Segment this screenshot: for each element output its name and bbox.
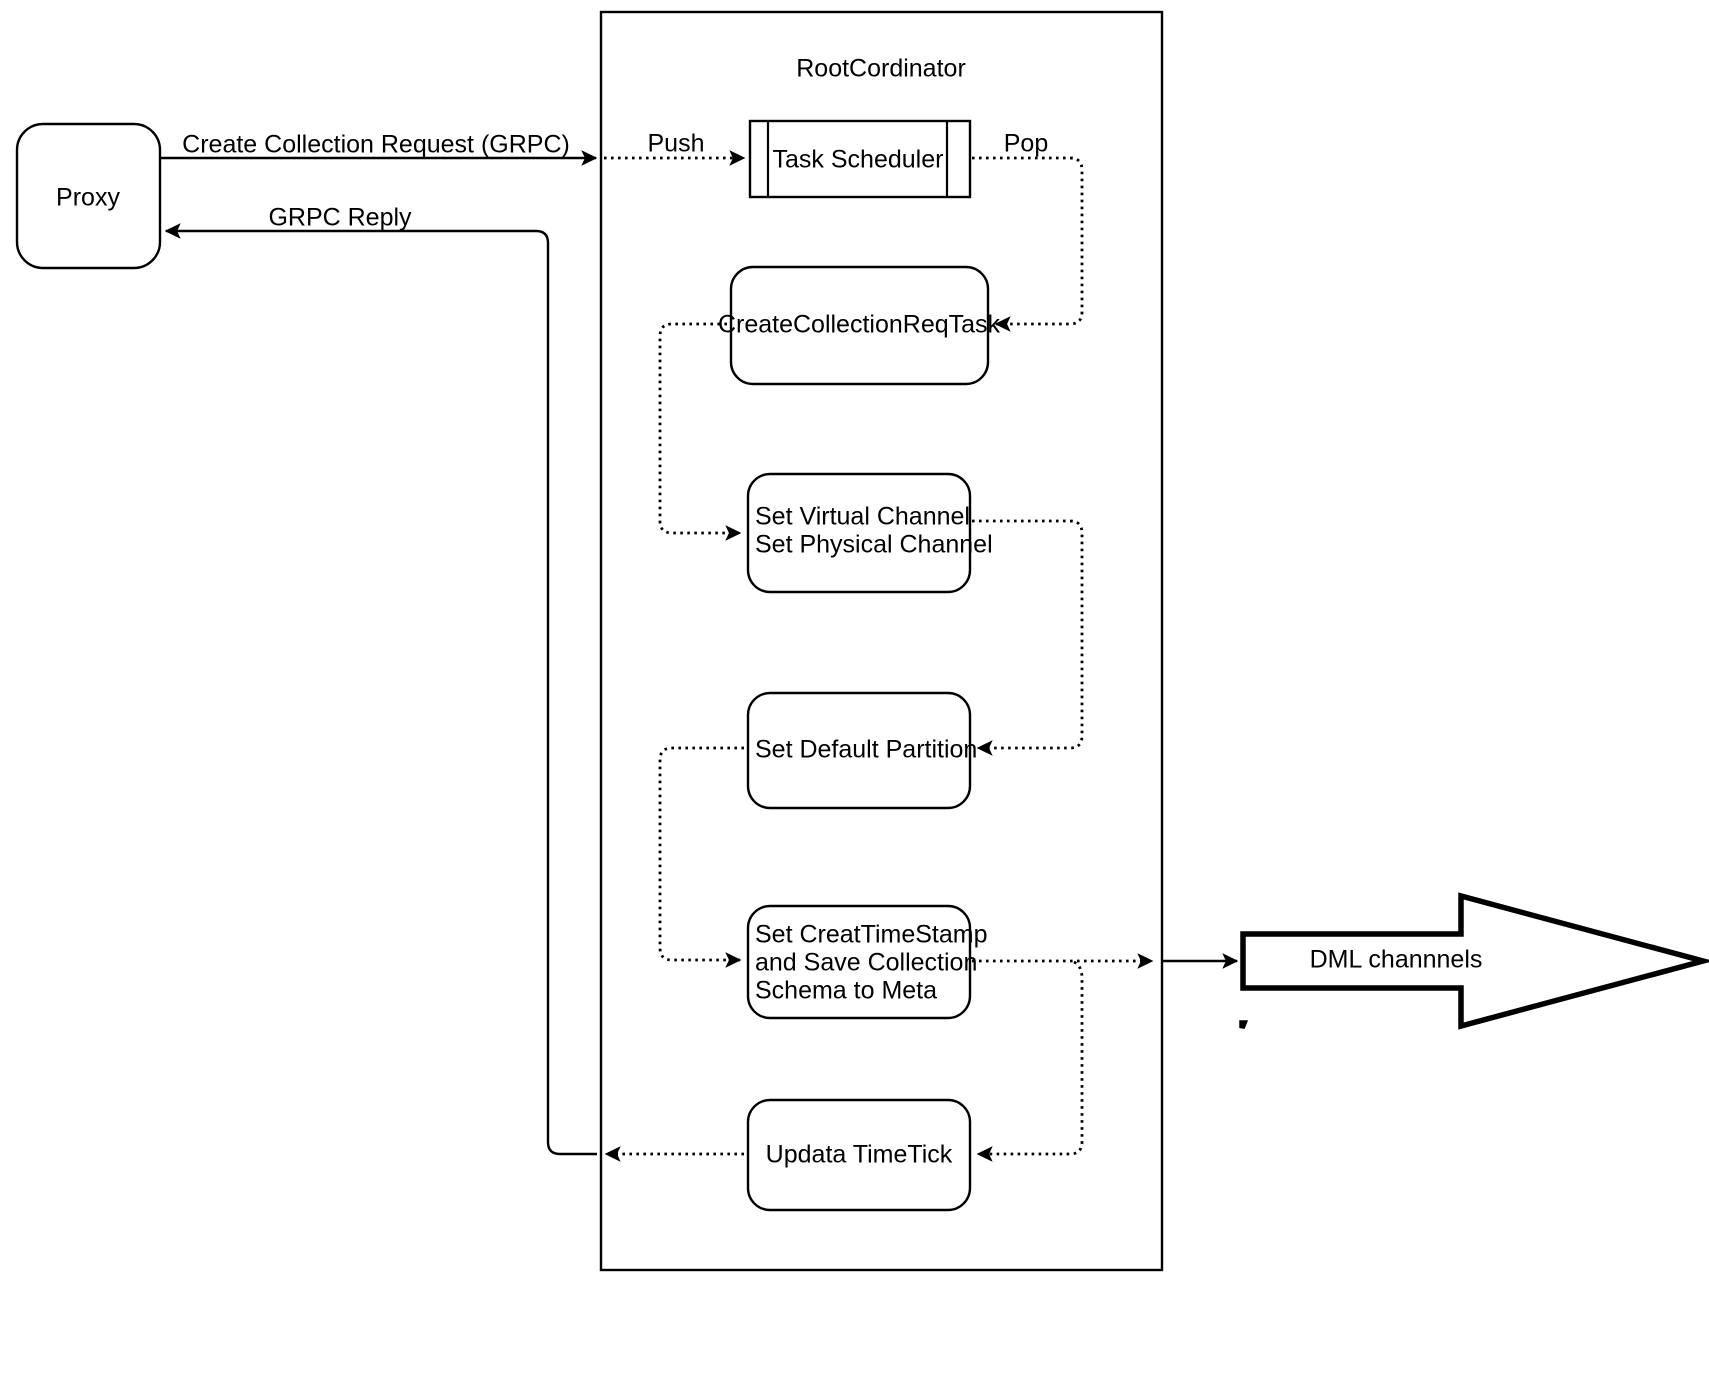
- pop-label: Pop: [1004, 130, 1048, 158]
- edge-create-collection-request: Create Collection Request (GRPC): [160, 131, 598, 166]
- grpc-reply-label: GRPC Reply: [268, 204, 412, 232]
- set-timestamp-node[interactable]: Set CreatTimeStamp and Save Collection S…: [746, 904, 987, 1020]
- task-scheduler-node[interactable]: Task Scheduler: [748, 119, 972, 199]
- set-physical-channel-label: Set Physical Channel: [755, 531, 993, 559]
- update-timetick-box[interactable]: [746, 1098, 972, 1212]
- task-scheduler-label: Task Scheduler: [773, 146, 944, 174]
- proxy-label: Proxy: [56, 184, 120, 212]
- update-timetick-label: Updata TimeTick: [766, 1141, 953, 1169]
- set-default-partition-box[interactable]: [746, 691, 972, 810]
- dml-channels-arrow-shape[interactable]: [1240, 892, 1709, 1030]
- task-to-channels-line: [658, 322, 742, 541]
- set-timestamp-box[interactable]: [746, 904, 972, 1020]
- create-collection-request-label: Create Collection Request (GRPC): [182, 131, 570, 159]
- edge-timetick-to-proxy: GRPC Reply: [164, 204, 744, 1162]
- task-scheduler-box[interactable]: [748, 119, 972, 199]
- update-timetick-node[interactable]: Updata TimeTick: [746, 1098, 972, 1212]
- edge-task-to-channels: [658, 322, 742, 541]
- proxy-node[interactable]: Proxy: [15, 122, 162, 270]
- push-label: Push: [648, 130, 705, 158]
- create-collection-req-task-node[interactable]: CreateCollectionReqTask: [718, 265, 1001, 386]
- set-timestamp-line3: Schema to Meta: [755, 977, 937, 1005]
- grpc-reply-line: [164, 223, 597, 1156]
- dml-channels-label: DML channnels: [1310, 946, 1483, 974]
- edge-timestamp-to-timetick: [976, 960, 1084, 1162]
- set-channels-node[interactable]: Set Virtual Channel Set Physical Channel: [746, 472, 993, 594]
- channels-to-partition-line: [972, 519, 1084, 756]
- dml-channels-node[interactable]: DML channnels: [1239, 892, 1709, 1030]
- set-virtual-channel-label: Set Virtual Channel: [755, 503, 970, 531]
- root-coordinator-container: RootCordinator: [599, 10, 1164, 1272]
- edge-channels-to-partition: [972, 519, 1084, 756]
- set-timestamp-line2: and Save Collection: [755, 949, 977, 977]
- create-collection-req-task-box[interactable]: [729, 265, 990, 386]
- timestamp-to-timetick-line: [976, 960, 1084, 1162]
- partition-to-timestamp-line: [658, 746, 744, 968]
- edge-partition-to-timestamp: [658, 746, 744, 968]
- proxy-box[interactable]: [15, 122, 162, 270]
- edge-push: Push: [604, 130, 746, 166]
- create-collection-req-task-label: CreateCollectionReqTask: [718, 311, 1001, 339]
- set-default-partition-label: Set Default Partition: [755, 736, 977, 764]
- pop-line: [972, 156, 1084, 332]
- dml-channels-anchor: [1239, 1020, 1249, 1030]
- set-default-partition-node[interactable]: Set Default Partition: [746, 691, 977, 810]
- set-timestamp-line1: Set CreatTimeStamp: [755, 921, 987, 949]
- root-coordinator-label: RootCordinator: [796, 55, 966, 83]
- edge-pop: Pop: [972, 130, 1084, 332]
- root-coordinator-frame: [599, 10, 1164, 1272]
- set-channels-box[interactable]: [746, 472, 972, 594]
